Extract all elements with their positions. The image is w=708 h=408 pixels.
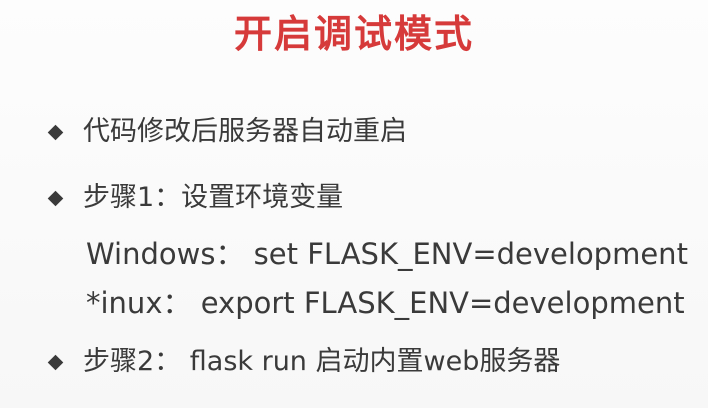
diamond-bullet-icon	[47, 190, 64, 206]
bullet-item: 步骤1：设置环境变量	[47, 182, 344, 214]
env-line-unix: *inux： export FLASK_ENV=development	[86, 286, 685, 320]
diamond-bullet-icon	[47, 354, 64, 370]
bullet-text: 步骤1：设置环境变量	[83, 182, 344, 213]
env-line-windows: Windows： set FLASK_ENV=development	[86, 237, 688, 271]
diamond-bullet-icon	[47, 124, 64, 140]
slide-title: 开启调试模式	[233, 12, 474, 56]
bullet-item: 步骤2： flask run 启动内置web服务器	[47, 346, 561, 378]
bullet-item: 代码修改后服务器自动重启	[47, 116, 407, 148]
bullet-text: 代码修改后服务器自动重启	[83, 116, 407, 147]
bullet-text: 步骤2： flask run 启动内置web服务器	[83, 346, 561, 377]
